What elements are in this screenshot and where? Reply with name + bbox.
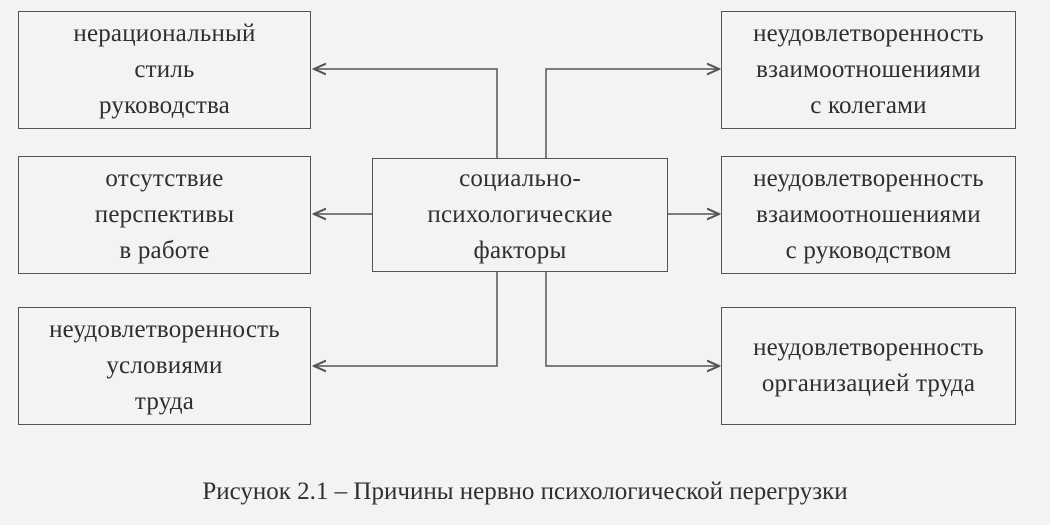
box-right-2-line-2: взаимоотношениями — [756, 201, 981, 228]
box-right-2-line-3: с руководством — [785, 237, 952, 264]
connector-right-top — [545, 69, 719, 158]
box-right-1-line-1: неудовлетворенность — [753, 20, 984, 47]
connector-right-bottom — [545, 272, 719, 366]
box-left-3-line-1: неудовлетворенность — [49, 316, 280, 343]
box-left-3-line-3: труда — [134, 388, 195, 415]
connector-left-bottom — [314, 272, 498, 366]
box-center-line-2: психологические — [427, 201, 613, 228]
box-right-1-line-2: взаимоотношениями — [756, 56, 981, 83]
box-left-2-line-2: перспективы — [94, 201, 235, 228]
connector-left-top — [314, 69, 498, 158]
box-center: социально- психологические факторы — [372, 158, 668, 272]
box-center-line-1: социально- — [459, 165, 581, 192]
box-left-1: нерациональный стиль руководства — [18, 11, 311, 129]
box-right-2: неудовлетворенность взаимоотношениями с … — [721, 156, 1016, 274]
box-right-1-line-3: с колегами — [810, 92, 927, 119]
box-right-3-line-2: организацией труда — [761, 370, 976, 397]
box-right-1: неудовлетворенность взаимоотношениями с … — [721, 11, 1016, 129]
box-left-1-line-2: стиль — [134, 56, 195, 83]
box-center-line-3: факторы — [473, 237, 567, 264]
box-right-3-line-1: неудовлетворенность — [753, 334, 984, 361]
box-left-2-line-3: в работе — [119, 237, 210, 264]
box-left-2: отсутствие перспективы в работе — [18, 156, 311, 274]
figure-caption: Рисунок 2.1 – Причины нервно психологиче… — [202, 478, 848, 505]
box-right-3: неудовлетворенность организацией труда — [721, 307, 1016, 425]
box-left-2-line-1: отсутствие — [105, 165, 224, 192]
box-left-1-line-3: руководства — [99, 92, 230, 119]
box-left-3: неудовлетворенность условиями труда — [18, 307, 311, 425]
box-left-1-line-1: нерациональный — [73, 20, 256, 47]
box-left-3-line-2: условиями — [106, 352, 223, 379]
box-right-2-line-1: неудовлетворенность — [753, 165, 984, 192]
